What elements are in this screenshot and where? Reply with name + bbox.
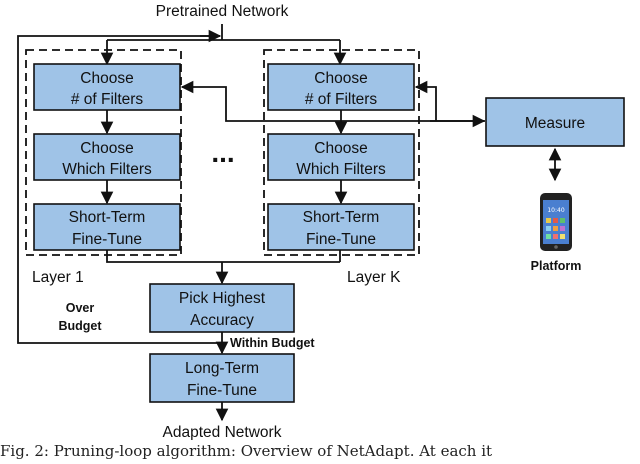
layerk-label: Layer K — [347, 269, 401, 286]
pick-highest-line1: Pick Highest — [179, 290, 266, 307]
input-label: Pretrained Network — [156, 3, 289, 20]
layer1-short-term-line2: Fine-Tune — [72, 231, 142, 248]
layer1-label: Layer 1 — [32, 269, 84, 286]
layerk-choose-which-line2: Which Filters — [296, 161, 386, 178]
layerk-choose-which-line1: Choose — [314, 140, 367, 157]
layer1-output-line — [106, 250, 340, 263]
phone-time: 10:40 — [547, 207, 564, 214]
over-budget-label-line1: Over — [66, 301, 95, 315]
measure-feedback-layer1 — [180, 80, 485, 122]
layer1-group — [25, 49, 182, 256]
layer1-choose-which-box[interactable]: Choose Which Filters — [33, 133, 181, 181]
smartphone-icon: 10:40 — [540, 193, 572, 251]
netadapt-flow-diagram: Pretrained Network Choose # of Filters C… — [17, 3, 625, 440]
within-budget-label: Within Budget — [230, 336, 315, 350]
platform-label: Platform — [531, 259, 582, 273]
over-budget-label-line2: Budget — [58, 319, 102, 333]
layer1-choose-which-line2: Which Filters — [62, 161, 152, 178]
layerk-group — [263, 49, 420, 256]
layer1-choose-num-line1: Choose — [80, 70, 133, 87]
layer1-short-term-box[interactable]: Short-Term Fine-Tune — [33, 203, 181, 251]
measure-feedback-layerk — [414, 80, 437, 121]
pick-highest-box[interactable]: Pick Highest Accuracy — [149, 283, 295, 333]
layerk-short-term-line1: Short-Term — [303, 209, 380, 226]
layerk-short-term-line2: Fine-Tune — [306, 231, 376, 248]
measure-label: Measure — [525, 115, 585, 132]
layerk-choose-num-line1: Choose — [314, 70, 367, 87]
layer1-choose-num-line2: # of Filters — [71, 91, 144, 108]
output-label: Adapted Network — [163, 424, 282, 440]
long-term-line1: Long-Term — [185, 360, 259, 377]
measure-box[interactable]: Measure — [485, 97, 625, 147]
long-term-line2: Fine-Tune — [187, 382, 257, 399]
layerk-choose-num-line2: # of Filters — [305, 91, 378, 108]
over-budget-loop — [17, 35, 222, 344]
long-term-box[interactable]: Long-Term Fine-Tune — [149, 353, 295, 403]
layer1-choose-num-box[interactable]: Choose # of Filters — [33, 63, 181, 111]
layerk-short-term-box[interactable]: Short-Term Fine-Tune — [267, 203, 415, 251]
layer1-short-term-line1: Short-Term — [69, 209, 146, 226]
figure-caption: Fig. 2: Pruning-loop algorithm: Overview… — [0, 442, 493, 460]
layer-ellipsis: ... — [211, 137, 234, 168]
layerk-choose-num-box[interactable]: Choose # of Filters — [267, 63, 415, 111]
layerk-choose-which-box[interactable]: Choose Which Filters — [267, 133, 415, 181]
pick-highest-line2: Accuracy — [190, 312, 254, 329]
layer1-choose-which-line1: Choose — [80, 140, 133, 157]
